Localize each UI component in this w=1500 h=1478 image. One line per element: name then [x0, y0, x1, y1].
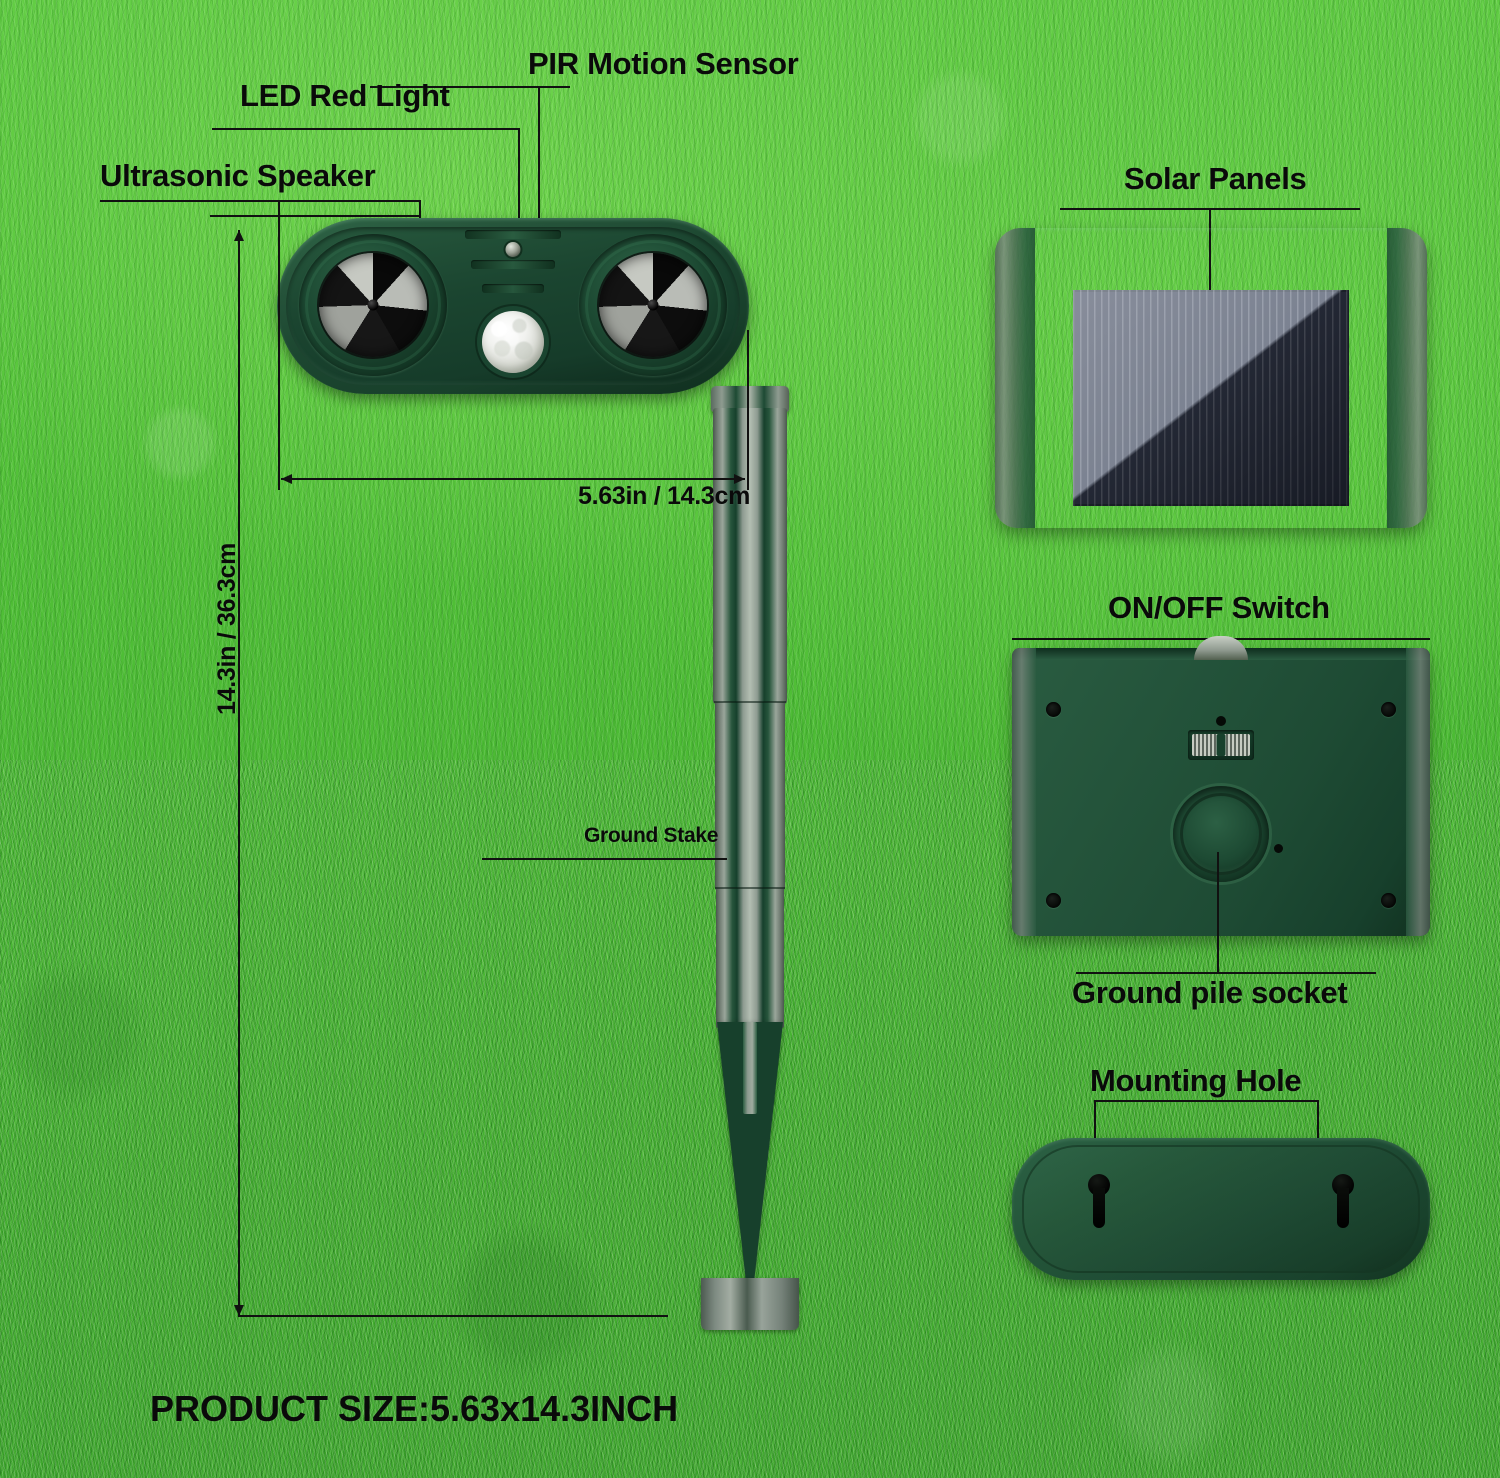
label-on-off-switch: ON/OFF Switch — [1108, 590, 1330, 625]
label-led-red-light: LED Red Light — [240, 78, 450, 113]
ultrasonic-speaker-left — [299, 234, 447, 376]
dimension-arrow-width — [281, 478, 745, 480]
leader-line-pir-horizontal — [370, 86, 570, 88]
housing-side-right — [1387, 228, 1427, 528]
dim-extension-left — [278, 200, 280, 490]
dimension-arrow-height — [238, 230, 240, 1316]
label-pir-motion-sensor: PIR Motion Sensor — [528, 46, 799, 81]
mounting-hole-left-slot — [1093, 1188, 1105, 1228]
ground-pile-socket — [1173, 786, 1269, 882]
label-dimension-width: 5.63in / 14.3cm — [578, 482, 751, 510]
back-panel-edge-left — [1012, 648, 1036, 936]
label-dimension-height: 14.3in / 36.3cm — [213, 542, 241, 715]
leader-line-solar-vertical — [1209, 208, 1211, 340]
leader-line-socket-horizontal — [1076, 972, 1376, 974]
device-head-unit — [277, 218, 749, 394]
reset-pinhole — [1274, 844, 1283, 853]
dim-extension-right — [747, 330, 749, 490]
leader-line-socket-vertical — [1217, 852, 1219, 974]
leader-line-led-horizontal — [212, 128, 519, 130]
mounting-hole-left — [1086, 1174, 1112, 1228]
dim-baseline-bottom — [238, 1315, 668, 1317]
label-solar-panels: Solar Panels — [1124, 161, 1307, 196]
device-back-panel — [1012, 636, 1430, 936]
led-red-light-icon — [505, 242, 521, 257]
vent-slot-lower — [482, 284, 544, 293]
mounting-base-plate — [1012, 1138, 1430, 1280]
solar-panel-housing — [995, 228, 1427, 528]
mounting-base-stub — [701, 1278, 799, 1330]
screw-hole-top-right — [1381, 702, 1396, 717]
vent-slot-top — [465, 230, 561, 239]
label-ultrasonic-speaker: Ultrasonic Speaker — [100, 158, 376, 193]
mounting-hole-right-slot — [1337, 1188, 1349, 1228]
mounting-base-face — [1022, 1145, 1420, 1273]
leader-line-mounting-left — [1094, 1100, 1096, 1174]
label-ground-stake: Ground Stake — [584, 824, 719, 847]
pir-lens-facets — [486, 315, 540, 369]
screw-hole-bottom-left — [1046, 893, 1061, 908]
solar-panel-icon — [1073, 290, 1349, 506]
leader-line-ultrasonic-stub — [210, 215, 420, 217]
stake-seam-upper — [714, 701, 786, 703]
product-size-caption: PRODUCT SIZE:5.63x14.3INCH — [150, 1388, 679, 1429]
ground-stake-point-highlight — [743, 1022, 757, 1114]
switch-nub — [1216, 734, 1226, 756]
screw-hole-bottom-right — [1381, 893, 1396, 908]
vent-slot-middle — [471, 260, 555, 269]
housing-side-left — [995, 228, 1035, 528]
screw-hole-top-left — [1046, 702, 1061, 717]
solar-panel-glare — [1073, 290, 1349, 506]
label-mounting-hole: Mounting Hole — [1090, 1063, 1302, 1098]
leader-line-mounting-horizontal — [1094, 1100, 1318, 1102]
ultrasonic-speaker-right — [579, 234, 727, 376]
speaker-cone-right — [599, 253, 707, 357]
leader-line-mounting-right — [1317, 1100, 1319, 1174]
ground-stake-tube-lower — [716, 888, 784, 1028]
speaker-cone-left — [319, 253, 427, 357]
ground-stake-tube-middle — [715, 702, 785, 890]
mounting-hole-right — [1330, 1174, 1356, 1228]
leader-line-ground-stake — [482, 858, 727, 860]
stake-collar — [711, 386, 789, 412]
on-off-switch-toggle[interactable] — [1188, 730, 1254, 760]
socket-inner-lip — [1180, 793, 1262, 875]
leader-line-ultrasonic-horizontal — [100, 200, 420, 202]
leader-line-pir-vertical — [538, 86, 540, 328]
ground-stake-tube-upper — [713, 408, 787, 704]
label-ground-pile-socket: Ground pile socket — [1072, 975, 1348, 1010]
switch-pivot-dot — [1216, 716, 1226, 726]
stake-seam-lower — [715, 887, 785, 889]
pir-motion-sensor-dome — [482, 311, 544, 373]
back-panel-edge-right — [1406, 648, 1430, 936]
